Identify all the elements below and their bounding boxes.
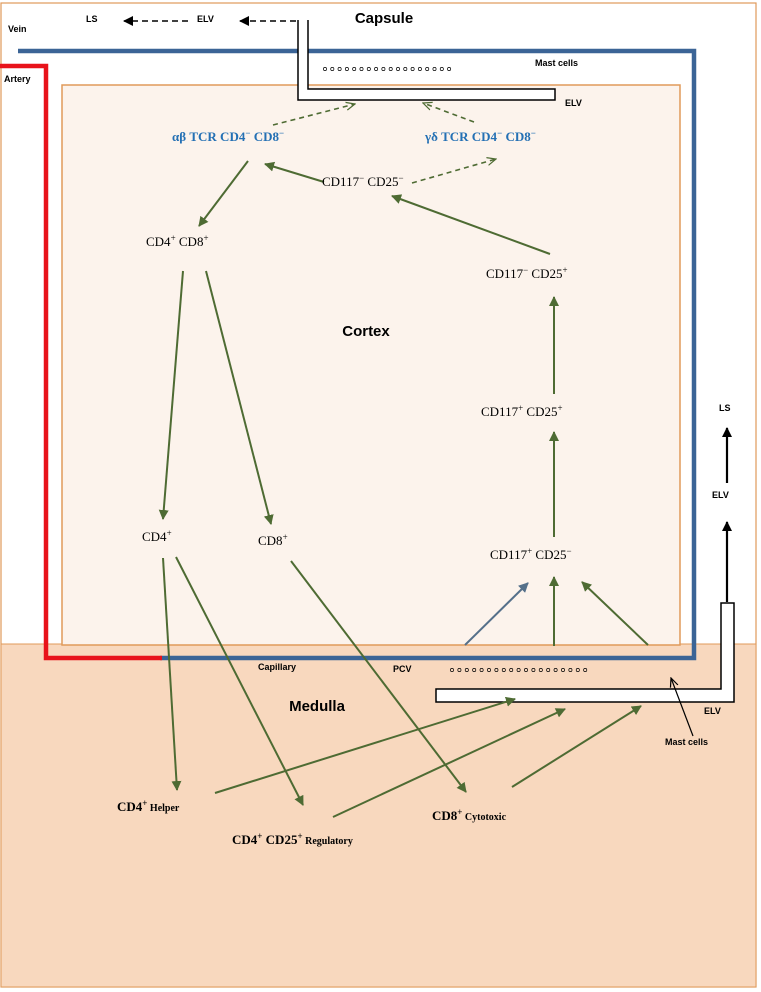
mast-cell-dot xyxy=(439,67,444,71)
medulla-label: Medulla xyxy=(289,698,345,715)
mast-cell-dot xyxy=(494,668,499,672)
arrow-helper-to-elv xyxy=(214,696,516,794)
mast-cell-dot xyxy=(432,67,437,71)
mast-cell-dot xyxy=(450,668,454,672)
cd117neg-cd25pos-label: CD117− CD25+ xyxy=(486,265,568,281)
cd117pos-cd25pos-label: CD117+ CD25+ xyxy=(481,403,563,419)
mast-cell-dot xyxy=(337,67,342,71)
arrow-entry-right-to-dn3 xyxy=(581,581,649,646)
cd4-label: CD4+ xyxy=(142,528,172,544)
capsule-label: Capsule xyxy=(355,10,413,27)
arrow-entry-left-to-dn3 xyxy=(464,582,529,646)
mast-cell-dot xyxy=(330,67,335,71)
pcv-label: PCV xyxy=(393,664,412,674)
mast-cell-dot xyxy=(374,67,379,71)
mast-cells-dots-top xyxy=(323,67,452,71)
ls-top-label: LS xyxy=(86,14,98,24)
mast-cell-dot xyxy=(538,668,543,672)
vein-vessel xyxy=(18,48,697,661)
elv-medulla-channel xyxy=(435,602,735,703)
arrow-cd8-to-cyto xyxy=(290,560,467,793)
mast-cell-dot xyxy=(417,67,422,71)
cortex-region xyxy=(61,84,681,646)
mast-cell-dot xyxy=(524,668,528,672)
mast-cells-bottom-label: Mast cells xyxy=(665,737,708,747)
mast-cell-dot xyxy=(546,668,551,672)
mast-cell-dot xyxy=(487,668,491,672)
arrow-cd25pos-to-dn xyxy=(391,194,551,255)
mast-cell-dot xyxy=(583,668,588,672)
cd8-cytotoxic-label: CD8+ Cytotoxic xyxy=(432,807,507,823)
mast-cell-dot xyxy=(352,67,357,71)
mast-cell-dot xyxy=(509,668,514,672)
mast-cell-dot xyxy=(553,668,558,672)
mast-cell-dot xyxy=(561,668,565,672)
mast-cell-dot xyxy=(359,67,364,71)
mast-cells-pointer xyxy=(671,678,694,737)
arrow-dn-to-gd xyxy=(411,159,496,184)
mast-cell-dot xyxy=(344,67,349,71)
cortex-label: Cortex xyxy=(342,323,390,340)
mast-cells-dots-bottom xyxy=(450,668,588,672)
cd4-helper-label: CD4+ Helper xyxy=(117,798,180,814)
arrow-dp-to-cd8 xyxy=(205,270,274,525)
mast-cell-dot xyxy=(323,67,327,71)
elv-right-label: ELV xyxy=(712,490,729,500)
mast-cell-dot xyxy=(396,67,400,71)
artery-vessel xyxy=(0,63,162,661)
elv-medulla-label: ELV xyxy=(704,706,721,716)
mast-cell-dot xyxy=(568,668,573,672)
mast-cell-dot xyxy=(403,67,408,71)
mast-cell-dot xyxy=(501,668,506,672)
elv-capsule-channel xyxy=(297,20,556,101)
mast-cell-dot xyxy=(479,668,484,672)
developmental-arrows xyxy=(158,160,649,818)
gd-tcr-label: γδ TCR CD4− CD8− xyxy=(424,128,536,144)
cd117neg-cd25neg-label: CD117− CD25− xyxy=(322,173,404,189)
arrow-cyto-to-elv xyxy=(511,705,642,788)
artery-label: Artery xyxy=(4,74,31,84)
arrow-dn-to-ab xyxy=(264,161,325,183)
cd117pos-cd25neg-label: CD117+ CD25− xyxy=(490,546,572,562)
elv-capsule-label: ELV xyxy=(565,98,582,108)
mast-cell-dot xyxy=(447,67,452,71)
mast-cell-dot xyxy=(366,67,371,71)
mast-cell-dot xyxy=(575,668,580,672)
ab-tcr-label: αβ TCR CD4− CD8− xyxy=(172,128,284,144)
cd8-label: CD8+ xyxy=(258,532,288,548)
arrow-cd4-to-reg xyxy=(175,556,304,806)
ls-right-label: LS xyxy=(719,403,731,413)
arrow-gd-to-elv xyxy=(423,103,475,123)
vein-label: Vein xyxy=(8,24,27,34)
arrow-dp-to-cd4 xyxy=(158,270,184,520)
mast-cell-dot xyxy=(464,668,469,672)
mast-cell-dot xyxy=(425,67,430,71)
elv-top-label: ELV xyxy=(197,14,214,24)
mast-cell-dot xyxy=(381,67,386,71)
arrow-ab-to-dp xyxy=(198,160,249,227)
mast-cells-top-label: Mast cells xyxy=(535,58,578,68)
arrow-cd4-to-helper xyxy=(162,557,182,791)
mast-cell-dot xyxy=(472,668,477,672)
capillary-label: Capillary xyxy=(258,662,296,672)
mast-cell-dot xyxy=(531,668,536,672)
mast-cell-dot xyxy=(516,668,521,672)
cd4-cd25-regulatory-label: CD4+ CD25+ Regulatory xyxy=(232,831,353,847)
cd4-cd8-label: CD4+ CD8+ xyxy=(146,233,209,249)
arrow-reg-to-elv xyxy=(332,708,566,818)
mast-cell-dot xyxy=(388,67,393,71)
mast-cell-dot xyxy=(410,67,415,71)
mast-cell-dot xyxy=(457,668,462,672)
